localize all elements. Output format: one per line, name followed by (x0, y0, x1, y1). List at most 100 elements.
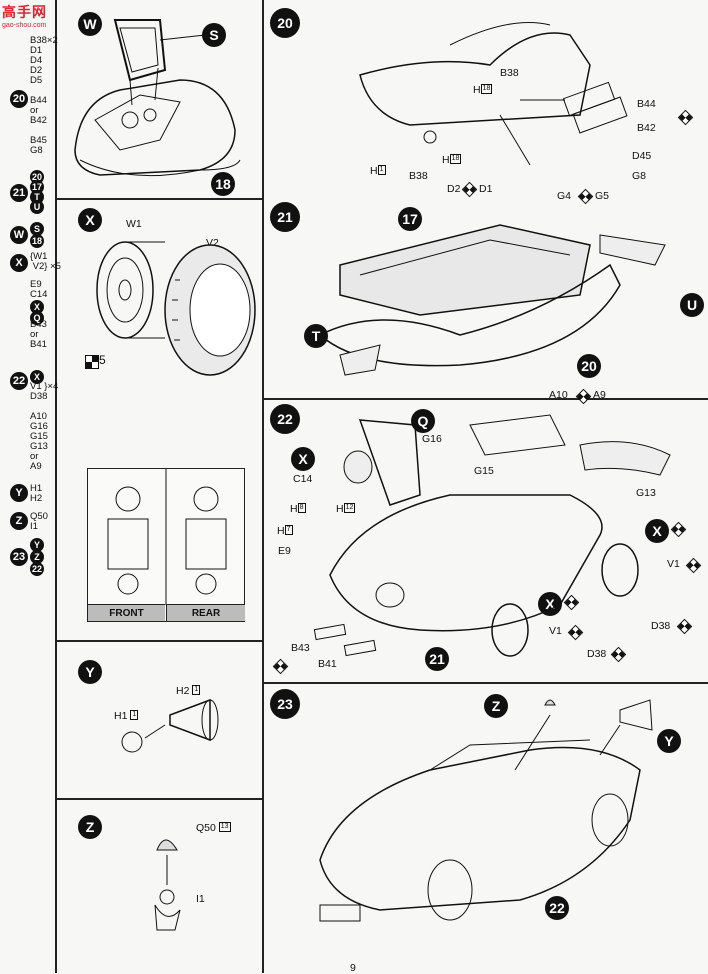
s20-b38-top: B38 (500, 67, 519, 79)
y-divider (55, 640, 262, 642)
sidebar-sub-18: 18 (30, 234, 44, 248)
step-21-badge: 21 (270, 202, 300, 232)
panel-y-drawing (121, 698, 219, 753)
panel-x-badge: X (78, 208, 102, 232)
sidebar-step-22: 22 (10, 372, 28, 390)
page-number: 9 (350, 962, 356, 974)
panel-y-h1: H1 1 (114, 710, 139, 722)
s21-part-u: U (680, 293, 704, 317)
s22-e9: E9 (278, 545, 291, 557)
s22-g13: G13 (636, 487, 656, 499)
step-21-drawing (318, 224, 666, 376)
panel-x-paint-icon (85, 355, 99, 369)
sidebar-step-23: 23 (10, 548, 28, 566)
watermark-logo: 高手网 (2, 4, 47, 20)
s22-paint-d38a (676, 618, 693, 635)
s20-b42: B42 (637, 122, 656, 134)
sidebar-parts-X: {W1 V2} ×5 (30, 251, 61, 272)
panel-z-drawing (154, 839, 181, 931)
s22-b43: B43 (291, 642, 310, 654)
panel-y-h2: H2 1 (176, 685, 201, 697)
s21-part-t: T (304, 324, 328, 348)
s22-part-x2: X (645, 519, 669, 543)
panel-z-q50: Q50 13 (196, 822, 231, 834)
step-23-badge: 23 (270, 689, 300, 719)
panel-z-i1: I1 (196, 893, 205, 905)
step-22-badge: 22 (270, 404, 300, 434)
panel-w-badge: W (78, 12, 102, 36)
s22-part-x3: X (538, 592, 562, 616)
s20-b44: B44 (637, 98, 656, 110)
panel-w-part-s: S (202, 23, 226, 47)
panel-w-drawing (74, 19, 241, 177)
s20-d2: D2 (447, 183, 461, 195)
step-20-badge: 20 (270, 8, 300, 38)
s20-b38: B38 (409, 170, 428, 182)
sidebar-sub-Z: Z (30, 550, 44, 564)
s20-g4: G4 (557, 190, 572, 202)
s22-c14: C14 (293, 473, 313, 485)
sidebar-step-Y: Y (10, 484, 28, 502)
panel-z-badge: Z (78, 815, 102, 839)
sidebar-sub-Y: Y (30, 538, 44, 552)
step-22-divider (262, 398, 708, 400)
sidebar-sub-X3: X (30, 370, 44, 384)
sidebar-step-Z: Z (10, 512, 28, 530)
s23-part-22: 22 (545, 896, 569, 920)
suspension-inset: FRONT REAR (87, 468, 245, 622)
s22-d38b: D38 (587, 648, 607, 660)
s22-g16: G16 (422, 433, 442, 445)
panel-x-w1: W1 (126, 218, 142, 230)
s22-a9: A9 (593, 389, 606, 401)
inset-rear-label: REAR (166, 604, 245, 621)
s20-g8: G8 (632, 170, 647, 182)
panel-x-count: 5 (99, 353, 106, 367)
sidebar-sub-U: U (30, 200, 44, 214)
panel-y-badge: Y (78, 660, 102, 684)
s22-part-21: 21 (425, 647, 449, 671)
inset-drawing (107, 469, 227, 605)
inset-front-label: FRONT (88, 604, 165, 621)
z-divider (55, 798, 262, 800)
sidebar-sub-X2: X (30, 300, 44, 314)
step-23-divider (262, 682, 708, 684)
sidebar-step-21: 21 (10, 184, 28, 202)
s23-part-y: Y (657, 729, 681, 753)
sidebar-step-W: W (10, 226, 28, 244)
panel-x-wheel-drawing (96, 241, 256, 376)
s22-paint-x2 (670, 521, 687, 538)
s20-paint-b44 (677, 109, 694, 126)
x-divider (55, 198, 262, 200)
s21-part-20: 20 (577, 354, 601, 378)
s23-part-z: Z (484, 694, 508, 718)
step-20-drawing (359, 22, 628, 166)
s22-d38a: D38 (651, 620, 671, 632)
s22-a10: A10 (549, 389, 568, 401)
s22-v1b: V1 (549, 625, 562, 637)
s20-g5: G5 (595, 190, 610, 202)
s22-paint-a (575, 388, 592, 405)
sidebar-divider (55, 0, 57, 973)
s22-v1a: V1 (667, 558, 680, 570)
s22-b41: B41 (318, 658, 337, 670)
s21-part-17: 17 (398, 207, 422, 231)
s22-g15: G15 (474, 465, 494, 477)
step-23-drawing (319, 699, 653, 922)
sidebar-sub-Q: Q (30, 311, 44, 325)
sidebar-sub-S: S (30, 222, 44, 236)
sidebar-step-X: X (10, 254, 28, 272)
sidebar-step-20: 20 (10, 90, 28, 108)
s22-part-x1: X (291, 447, 315, 471)
s20-d45: D45 (632, 150, 652, 162)
s20-d1: D1 (479, 183, 493, 195)
